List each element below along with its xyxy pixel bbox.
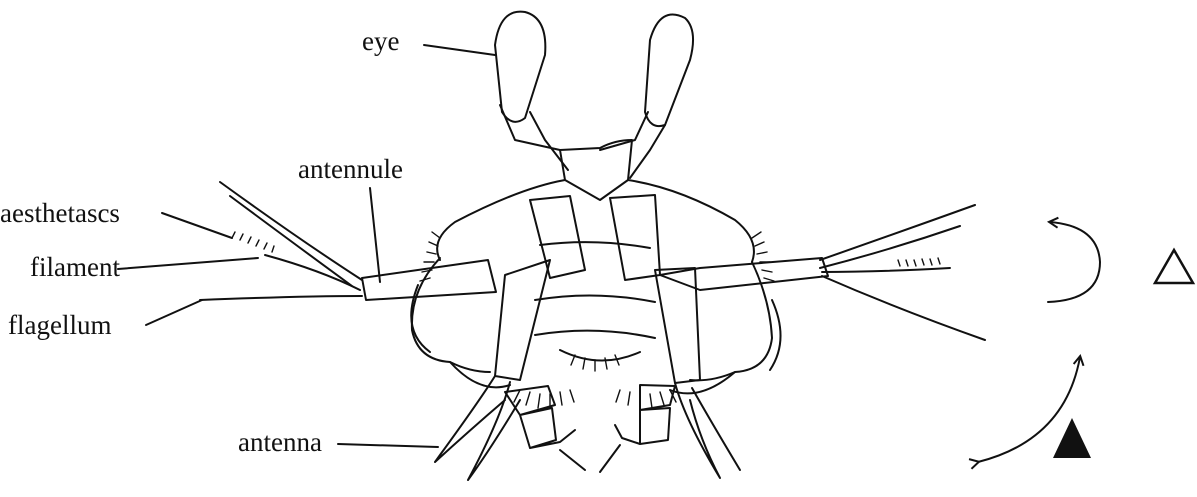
leader-flagellum (146, 300, 202, 325)
right-antennule-base (610, 195, 660, 280)
label-antennule: antennule (298, 154, 403, 184)
left-lower-flagellum (200, 296, 362, 300)
label-filament: filament (30, 252, 120, 282)
right-antennule-shaft (660, 258, 828, 290)
left-aesthetascs-tufts (232, 232, 274, 252)
carapace-upper (437, 180, 754, 262)
right-eye (645, 14, 693, 126)
left-middle-flagellum (265, 255, 360, 290)
right-upper-flagellum (820, 205, 975, 268)
body (411, 140, 780, 408)
left-antennule-base (530, 196, 585, 278)
filled-triangle-icon (1053, 418, 1091, 458)
legs-lower (560, 445, 620, 472)
label-flagellum: flagellum (8, 310, 111, 340)
label-eye: eye (362, 26, 399, 56)
right-antenna-upper (655, 268, 700, 383)
leader-aesthetascs (162, 213, 232, 238)
antennule-peduncles (362, 195, 828, 300)
left-antenna-upper (495, 260, 550, 380)
left-flagella (200, 182, 362, 300)
right-aesthetascs-tufts (898, 258, 940, 266)
curved-arrow-icon (1048, 222, 1100, 302)
right-flagella (820, 205, 985, 340)
leader-antenna (338, 444, 438, 447)
carapace-lower (412, 258, 772, 380)
leader-filament (118, 258, 258, 269)
right-antenna-segments (615, 385, 675, 444)
right-lower-flagellum (822, 276, 985, 340)
motion-key (978, 222, 1193, 462)
body-center-segments (535, 242, 655, 360)
head-shield (560, 140, 632, 200)
right-antenna-scale (675, 383, 740, 478)
label-antenna: antenna (238, 427, 322, 457)
left-upper-flagellum (220, 182, 362, 286)
label-aesthetascs: aesthetascs (0, 198, 120, 228)
carapace-setae-left (420, 232, 440, 281)
lower-setae (514, 355, 676, 408)
left-antennule-shaft (362, 260, 496, 300)
left-eyestalk (500, 105, 568, 170)
leader-antennule (370, 188, 380, 282)
eyes (495, 12, 693, 178)
leader-eye (424, 45, 495, 55)
open-triangle-icon (1155, 250, 1193, 283)
left-eye (495, 12, 545, 122)
carapace-setae-right (752, 232, 774, 281)
carapace-lobes (411, 285, 780, 393)
right-middle-flagellum (822, 268, 950, 272)
